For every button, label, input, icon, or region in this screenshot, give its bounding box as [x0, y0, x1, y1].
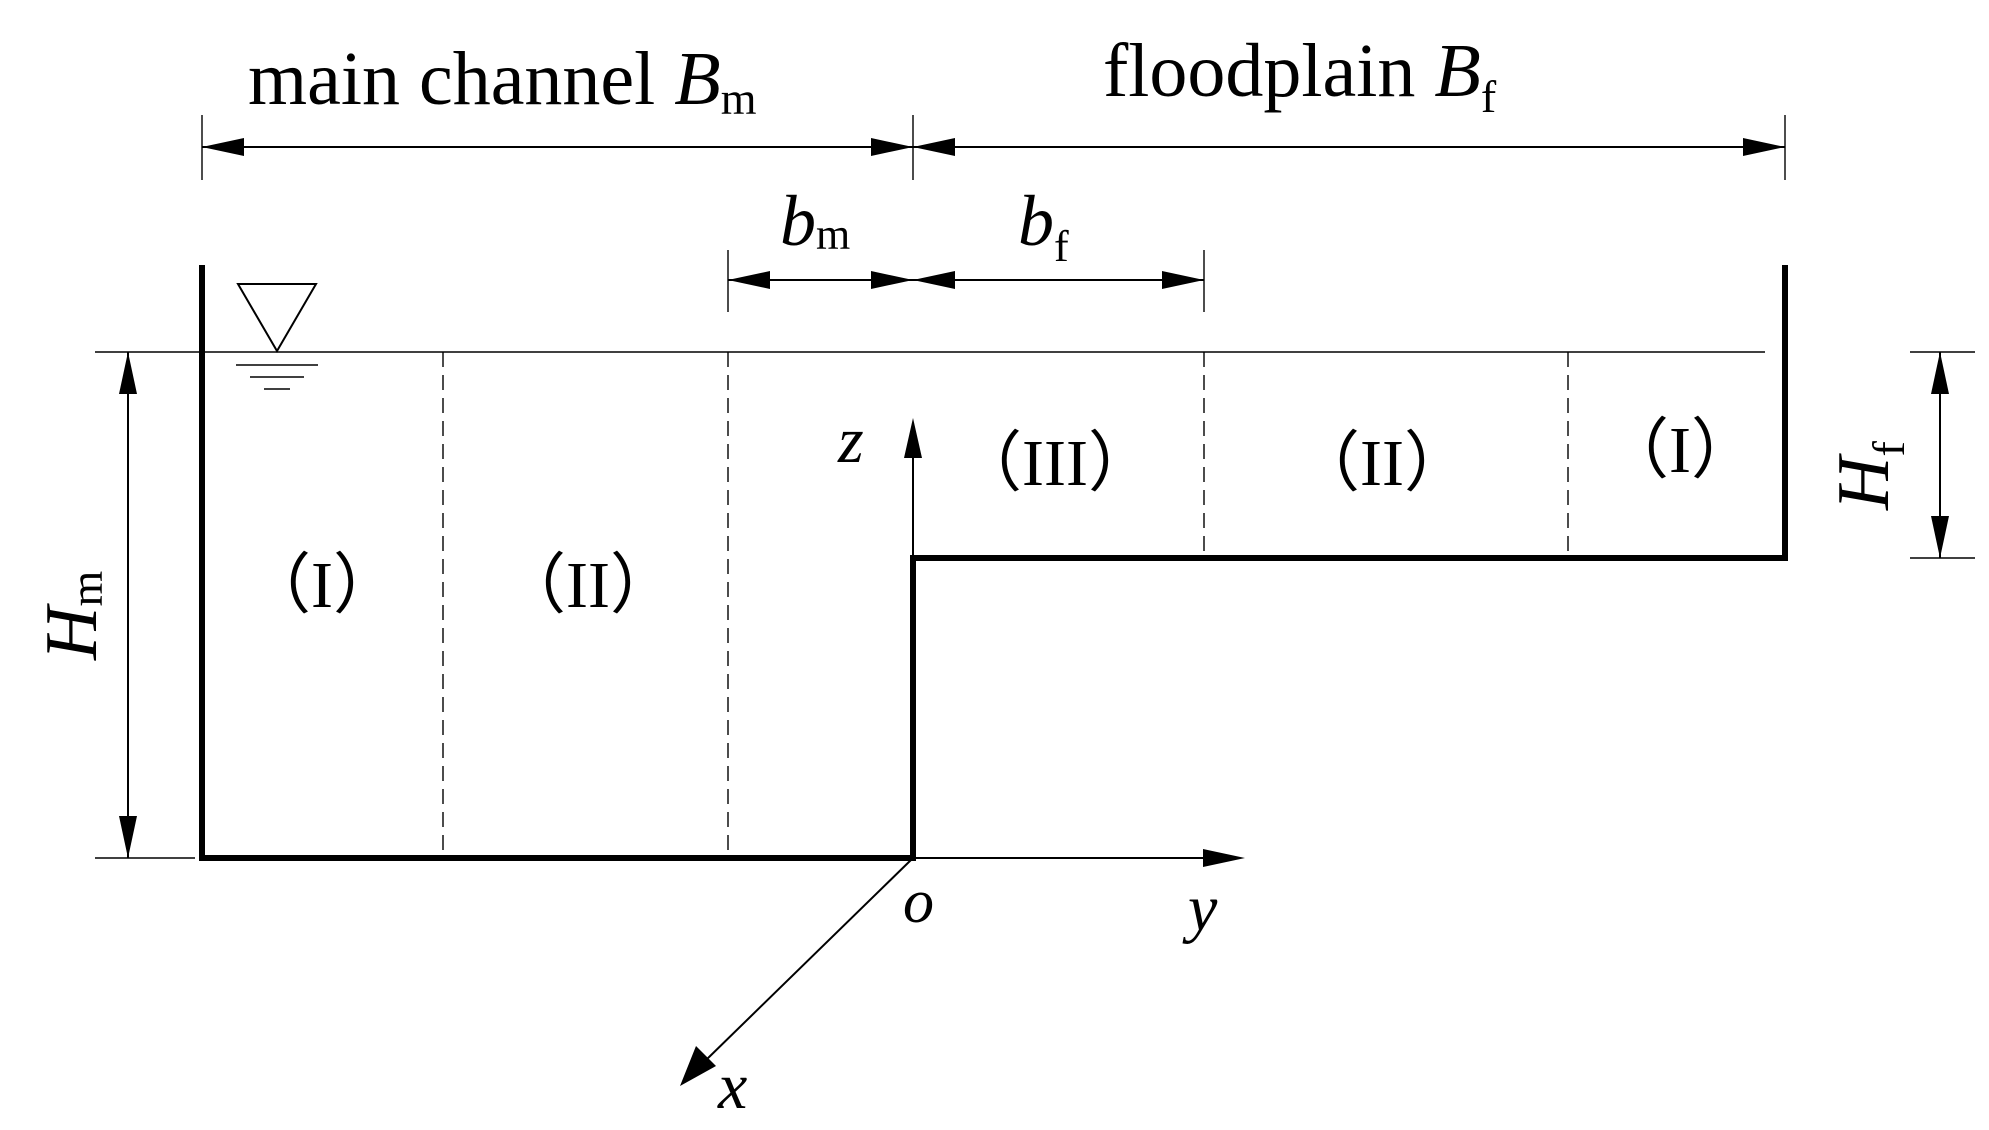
- zone-label-flood-III: （III）: [956, 427, 1154, 500]
- bm-label: bm: [780, 181, 850, 261]
- z-axis-arrow: [904, 418, 922, 458]
- channel-boundary: [199, 265, 1788, 861]
- arrowhead-bf-left: [913, 271, 955, 289]
- arrowhead-center-left: [871, 138, 913, 156]
- x-axis-arrow: [680, 1046, 716, 1086]
- width-dimension-line: [201, 115, 1786, 180]
- zone-label-main-II: （II）: [500, 549, 676, 622]
- coordinate-axes: [680, 418, 1245, 1086]
- hf-dimension: [1910, 351, 1975, 559]
- y-axis-label: y: [1182, 872, 1218, 945]
- floodplain-label: floodplain Bf: [1103, 29, 1497, 122]
- hm-dimension: [95, 352, 195, 859]
- main-channel-label: main channel Bm: [248, 37, 757, 124]
- hf-arrowhead-bottom: [1931, 516, 1949, 558]
- bf-label: bf: [1018, 181, 1069, 271]
- z-axis-label: z: [837, 404, 864, 477]
- sub-width-dimension-lines: [727, 250, 1205, 312]
- zone-label-flood-I: （I）: [1603, 414, 1757, 487]
- arrowhead-left: [202, 138, 244, 156]
- hm-arrowhead-bottom: [119, 816, 137, 858]
- hf-arrowhead-top: [1931, 352, 1949, 394]
- arrowhead-bm-right: [871, 271, 913, 289]
- water-surface-icon: [236, 283, 318, 390]
- arrowhead-center-right: [913, 138, 955, 156]
- hm-label: Hm: [31, 571, 113, 661]
- x-axis-label: x: [717, 1050, 747, 1123]
- x-axis-line: [703, 857, 914, 1063]
- zone-label-main-I: （I）: [245, 549, 399, 622]
- zone-label-flood-II: （II）: [1294, 427, 1470, 500]
- hf-label: Hf: [1823, 441, 1914, 511]
- origin-label: o: [903, 868, 934, 936]
- hm-arrowhead-top: [119, 352, 137, 394]
- arrowhead-right: [1743, 138, 1785, 156]
- y-axis-arrow: [1203, 849, 1245, 867]
- arrowhead-bf-right: [1162, 271, 1204, 289]
- arrowhead-bm-left: [728, 271, 770, 289]
